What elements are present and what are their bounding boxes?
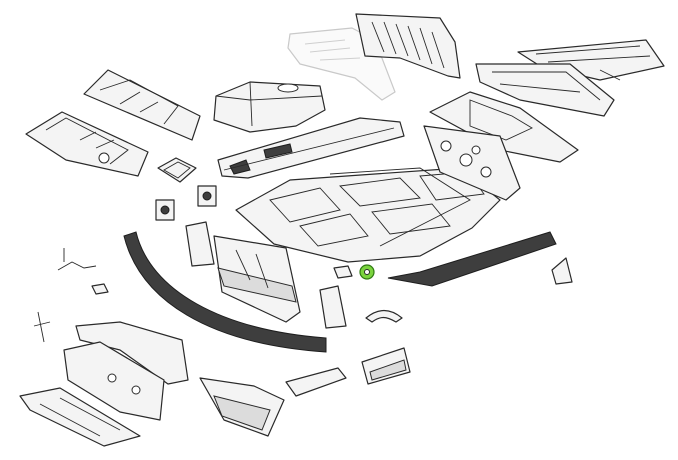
part-crossbrace-right[interactable] xyxy=(361,347,411,385)
part-main-floor-pan[interactable] xyxy=(235,167,501,263)
part-rear-floor-left[interactable] xyxy=(83,69,201,141)
part-front-floor-panel[interactable] xyxy=(19,387,141,447)
part-front-apron[interactable] xyxy=(123,231,327,353)
part-rear-seat-panel[interactable] xyxy=(355,13,461,79)
part-arch-bracket[interactable] xyxy=(365,309,403,323)
part-fuel-tank[interactable] xyxy=(213,81,326,133)
part-highlighted-nut[interactable] xyxy=(359,264,375,280)
part-inner-sill[interactable] xyxy=(75,321,189,385)
part-small-tab[interactable] xyxy=(91,283,109,295)
part-small-clip[interactable] xyxy=(333,265,353,279)
part-tunnel[interactable] xyxy=(217,117,405,179)
part-spring-clip[interactable] xyxy=(57,248,97,271)
part-mount-bracket-1[interactable] xyxy=(197,185,217,207)
part-crossbrace-left[interactable] xyxy=(285,367,347,397)
part-mount-bracket-2[interactable] xyxy=(155,199,175,221)
part-side-bracket-right[interactable] xyxy=(319,285,347,329)
part-front-crossmember[interactable] xyxy=(213,235,301,323)
part-jack-post[interactable] xyxy=(33,311,51,343)
part-heater-channel[interactable] xyxy=(63,341,165,421)
part-trunk-floor-left[interactable] xyxy=(25,111,149,177)
part-battery-tray[interactable] xyxy=(199,377,285,437)
part-cover-plate[interactable] xyxy=(157,157,197,183)
part-rocker-panel[interactable] xyxy=(387,231,557,287)
part-front-floor-lower[interactable] xyxy=(475,63,615,117)
part-end-cap[interactable] xyxy=(551,257,573,285)
part-side-bracket-left[interactable] xyxy=(185,221,215,267)
part-firewall[interactable] xyxy=(423,125,521,201)
